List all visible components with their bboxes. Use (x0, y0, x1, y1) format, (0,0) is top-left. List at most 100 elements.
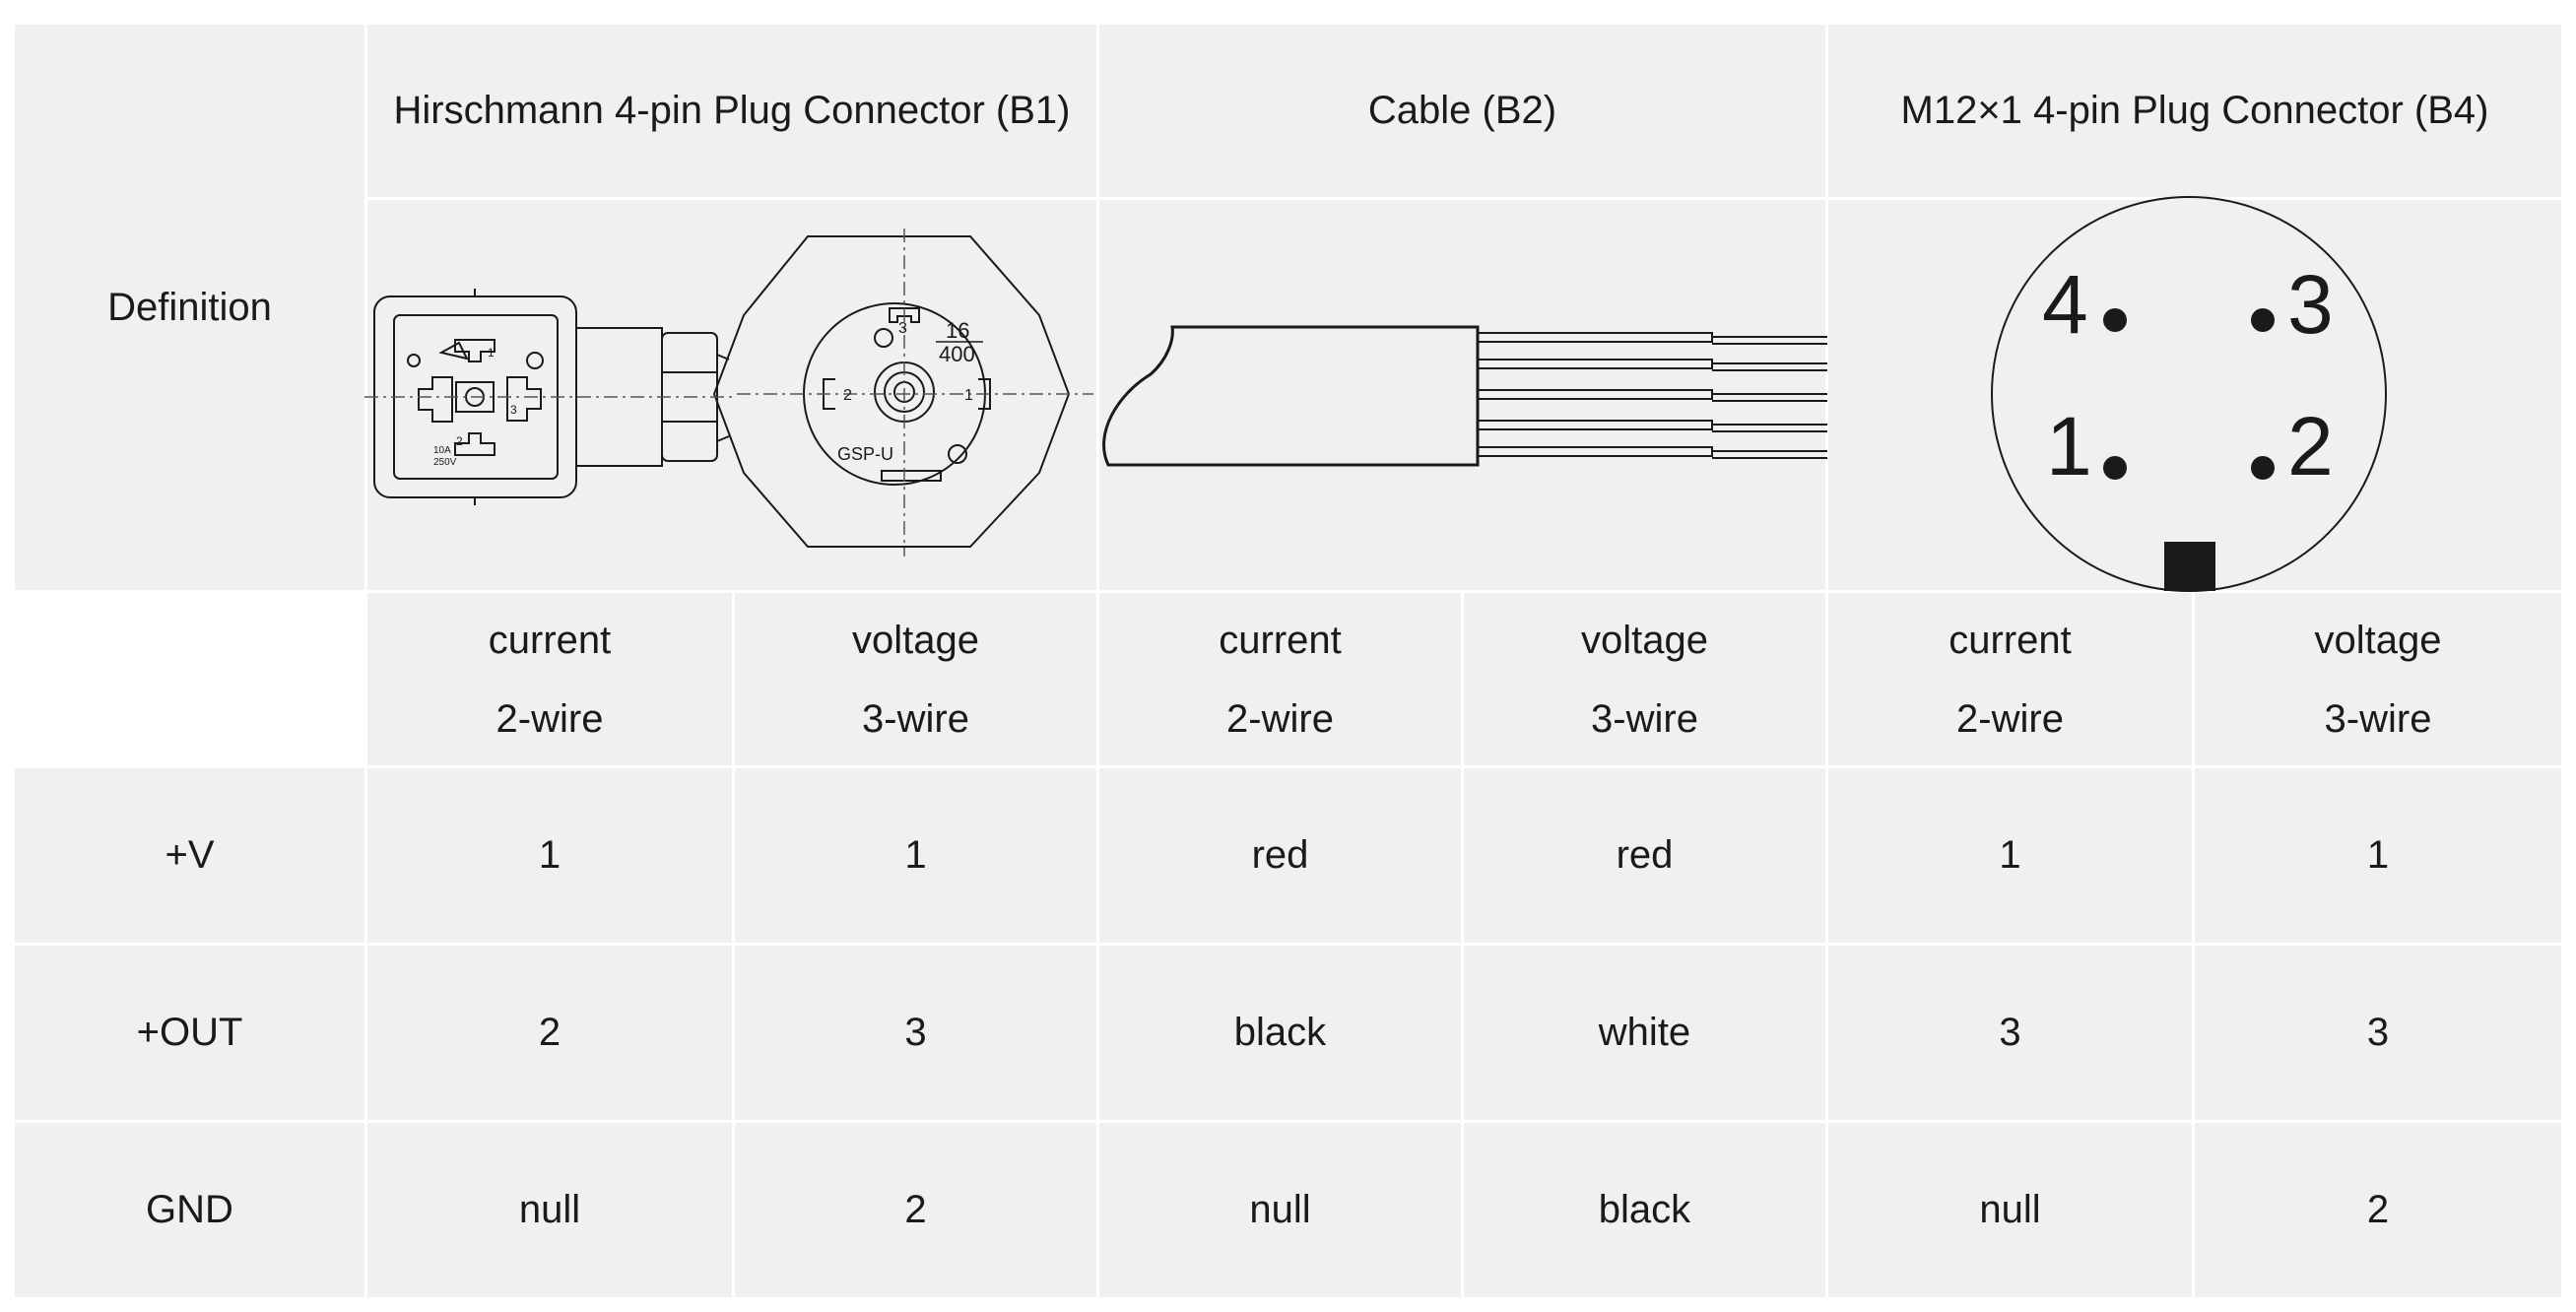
m12-pin-1-dot (2103, 456, 2127, 480)
b1-face-contact-3 (889, 307, 920, 323)
b1-face-pin-1: 1 (964, 387, 973, 404)
b1-side-pin-2: 2 (456, 434, 463, 448)
table-cell: 1 (367, 768, 732, 943)
table-cell-value: 3 (1999, 1011, 2021, 1054)
table-cell-value: 1 (904, 833, 927, 877)
b1-face-pin-3: 3 (898, 320, 907, 337)
b1-face-outer (712, 235, 1071, 548)
row-label-cell: +V (15, 768, 364, 943)
m12-pin-2-dot (2251, 456, 2275, 480)
m12-pin-4-label: 4 (2042, 258, 2088, 351)
subheader-b1-voltage: voltage 3-wire (735, 593, 1096, 765)
header-b1: Hirschmann 4-pin Plug Connector (B1) (367, 25, 1096, 197)
table-cell: 3 (735, 946, 1096, 1120)
diagram-cell-b1 (367, 200, 1096, 590)
row-label-cell: +OUT (15, 946, 364, 1120)
row-label: +V (165, 833, 215, 877)
table-cell-value: null (1249, 1188, 1311, 1231)
b1-face-fraction-bottom: 400 (939, 342, 975, 366)
m12-key (2164, 542, 2215, 591)
table-cell: 3 (2195, 946, 2561, 1120)
table-cell: black (1099, 946, 1461, 1120)
header-b1-label: Hirschmann 4-pin Plug Connector (B1) (393, 89, 1071, 132)
subheader-line1: current (1949, 618, 2072, 662)
table-cell: null (1099, 1123, 1461, 1297)
table-cell-value: white (1598, 1011, 1691, 1054)
subheader-line1: current (488, 618, 612, 662)
table-cell: black (1464, 1123, 1825, 1297)
table-cell-value: 2 (904, 1188, 927, 1231)
subheader-b4-voltage: voltage 3-wire (2195, 593, 2561, 765)
b1-side-ground-symbol (407, 354, 421, 367)
subheader-line2: 2-wire (1956, 696, 2064, 741)
m12-pin-3-label: 3 (2287, 258, 2334, 351)
subheader-line2: 3-wire (2324, 696, 2432, 741)
cable-wire-4 (1477, 420, 1713, 430)
table-cell-value: 1 (1999, 833, 2021, 877)
table-cell: 1 (1828, 768, 2192, 943)
diagram-cell-b2 (1099, 200, 1825, 590)
table-cell-value: null (518, 1188, 581, 1231)
cable-wire-1 (1477, 332, 1713, 343)
table-cell-value: 3 (2366, 1011, 2390, 1054)
table-cell: red (1099, 768, 1461, 943)
header-b4: M12×1 4-pin Plug Connector (B4) (1828, 25, 2561, 197)
subheader-line1: current (1219, 618, 1342, 662)
definition-header-cell: Definition (15, 25, 364, 590)
b1-side-marker (526, 352, 544, 369)
m12-pin-4-dot (2103, 308, 2127, 332)
header-b2: Cable (B2) (1099, 25, 1825, 197)
table-cell-value: 2 (538, 1011, 561, 1054)
table-cell-value: black (1233, 1011, 1327, 1054)
subheader-line2: 2-wire (1226, 696, 1334, 741)
table-cell-value: 1 (2366, 833, 2390, 877)
table-cell: null (1828, 1123, 2192, 1297)
subheader-line2: 3-wire (1591, 696, 1698, 741)
cable-wire-2 (1477, 359, 1713, 369)
b1-face-model: GSP-U (837, 444, 893, 464)
subheader-b2-current: current 2-wire (1099, 593, 1461, 765)
definition-label: Definition (107, 285, 272, 329)
subheader-line1: voltage (852, 618, 979, 662)
subheader-line2: 2-wire (495, 696, 604, 741)
table-cell: 2 (735, 1123, 1096, 1297)
cable-wire-3 (1477, 389, 1713, 400)
b1-side-triangle (438, 341, 469, 361)
cable-wires (1477, 332, 1827, 459)
table-cell-value: black (1598, 1188, 1691, 1231)
table-cell-value: red (1251, 833, 1309, 877)
b1-face-fraction-top: 16 (946, 318, 969, 343)
table-cell: 1 (735, 768, 1096, 943)
cable-jacket (1102, 325, 1480, 467)
subheader-b4-current: current 2-wire (1828, 593, 2192, 765)
b1-side-contact-3 (418, 376, 453, 423)
b1-side-contact-4 (506, 376, 542, 422)
m12-pin-3-dot (2251, 308, 2275, 332)
b1-side-pin-1: 1 (488, 346, 495, 360)
b1-side-rating-2: 250V (433, 457, 457, 468)
b1-side-contact-2 (454, 432, 495, 456)
subheader-b2-voltage: voltage 3-wire (1464, 593, 1825, 765)
table-cell: 2 (367, 946, 732, 1120)
header-b4-label: M12×1 4-pin Plug Connector (B4) (1900, 89, 2489, 132)
table-cell: null (367, 1123, 732, 1297)
table-cell-value: 1 (538, 833, 561, 877)
table-cell: 3 (1828, 946, 2192, 1120)
table-cell-value: 3 (904, 1011, 927, 1054)
table-cell: white (1464, 946, 1825, 1120)
b1-face-pin-2: 2 (843, 387, 852, 404)
b1-side-contact-1 (454, 339, 495, 362)
b1-side-rating-1: 10A (433, 445, 451, 456)
b1-face-key (881, 470, 942, 482)
m12-pin-2-label: 2 (2287, 400, 2334, 492)
b1-face-ground (948, 444, 967, 464)
cable-wire-5 (1477, 446, 1713, 457)
subheader-b1-current: current 2-wire (367, 593, 732, 765)
table-cell-value: null (1979, 1188, 2041, 1231)
m12-outline (1991, 196, 2387, 592)
table-cell-value: 2 (2366, 1188, 2390, 1231)
header-b2-label: Cable (B2) (1367, 89, 1557, 132)
subheader-line2: 3-wire (862, 696, 969, 741)
table-cell: red (1464, 768, 1825, 943)
